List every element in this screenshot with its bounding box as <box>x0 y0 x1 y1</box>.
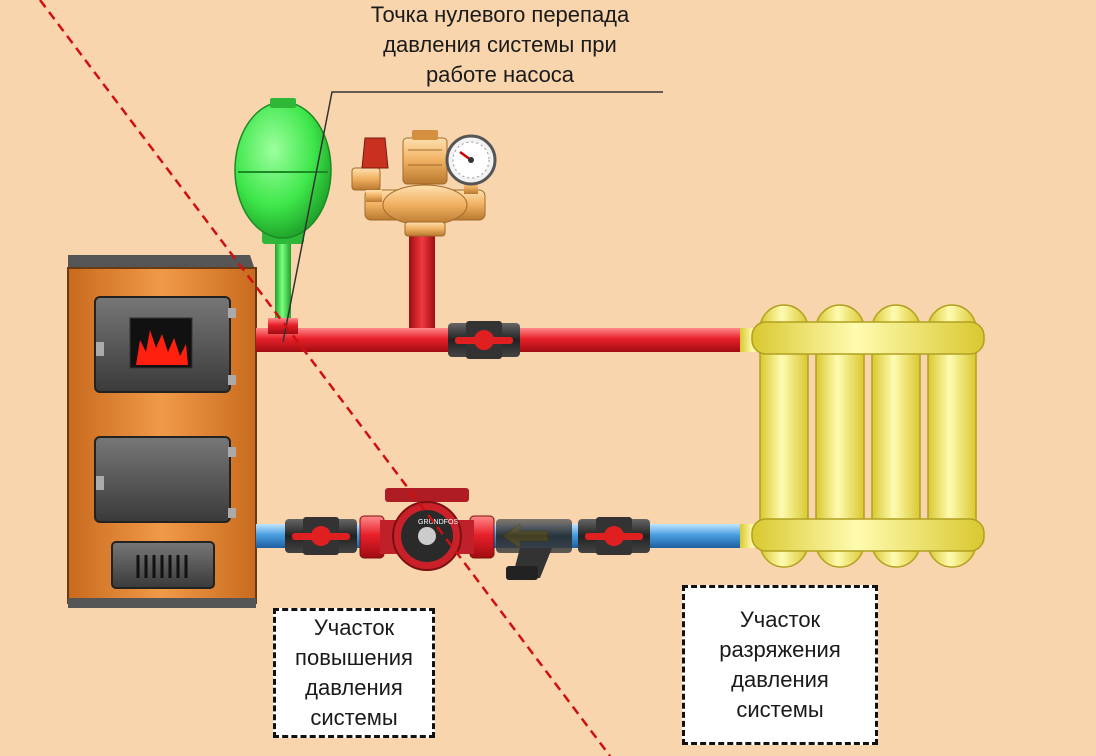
ball-valve-icon <box>578 517 650 555</box>
firebox-door <box>94 296 236 393</box>
callout-line: давления системы при <box>383 32 617 57</box>
air-vent-icon <box>402 130 448 185</box>
safety-group <box>351 130 497 237</box>
callout-line: работе насоса <box>425 62 575 87</box>
zone-label-line: разряжения <box>719 637 841 662</box>
expansion-tank-icon <box>234 98 332 334</box>
zone-label-line: давления <box>305 675 403 700</box>
boiler <box>67 255 257 608</box>
circulation-pump-icon: GRUNDFOS <box>359 488 495 571</box>
callout-leader <box>282 91 663 343</box>
zero-pressure-point-callout: Точка нулевого перепада давления системы… <box>330 0 670 90</box>
zone-label-line: системы <box>736 697 824 722</box>
radiator <box>740 304 985 568</box>
flame-icon <box>136 330 188 365</box>
ball-valve-icon <box>448 321 520 359</box>
ash-door <box>94 436 236 523</box>
strainer-icon <box>496 519 572 580</box>
ball-valve-icon <box>285 517 357 555</box>
zone-label-line: системы <box>310 705 398 730</box>
zone-label-line: Участок <box>313 615 395 640</box>
zone-label-line: давления <box>731 667 829 692</box>
ash-pan <box>111 541 215 589</box>
callout-line: Точка нулевого перепада <box>370 2 630 27</box>
zone-label-line: Участок <box>739 607 821 632</box>
zone-label-line: повышения <box>295 645 413 670</box>
zone-divider <box>39 0 611 756</box>
pump-brand-label: GRUNDFOS <box>418 519 458 526</box>
pressure-drop-zone-label: Участок разряжения давления системы <box>682 585 878 745</box>
safety-valve-icon <box>351 137 389 202</box>
pressure-gauge-icon <box>445 134 497 194</box>
pressure-boost-zone-label: Участок повышения давления системы <box>273 608 435 738</box>
